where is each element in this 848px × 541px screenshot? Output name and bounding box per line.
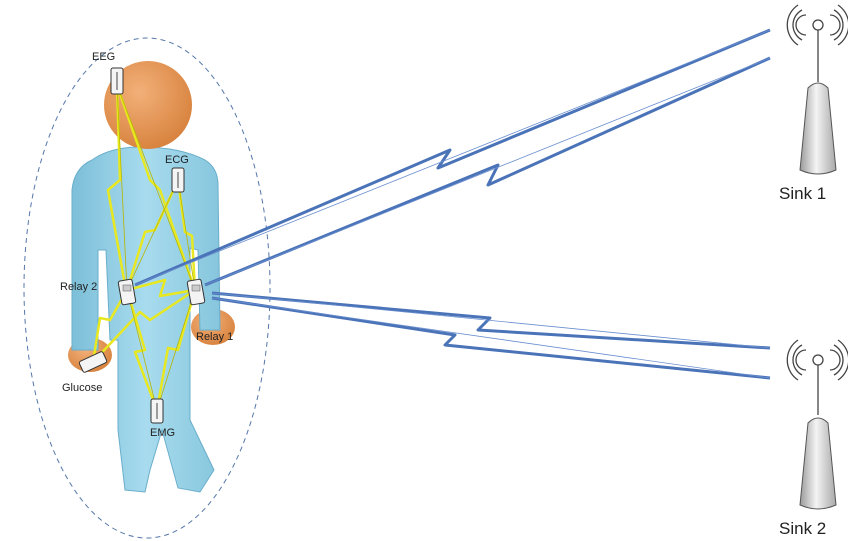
- label-sink1: Sink 1: [779, 184, 826, 203]
- label-relay1: Relay 1: [196, 331, 233, 343]
- label-eeg: EEG: [92, 51, 115, 63]
- sink2-tower[interactable]: [787, 340, 848, 509]
- sensor-ecg-device[interactable]: [172, 168, 184, 192]
- label-emg: EMG: [150, 427, 175, 439]
- label-glucose: Glucose: [62, 382, 102, 394]
- label-relay2: Relay 2: [60, 281, 97, 293]
- sensor-eeg-device[interactable]: [111, 68, 123, 94]
- label-sink2: Sink 2: [779, 519, 826, 538]
- label-ecg: ECG: [165, 154, 189, 166]
- sink1-tower[interactable]: [787, 5, 848, 174]
- sensor-emg-device[interactable]: [151, 399, 163, 423]
